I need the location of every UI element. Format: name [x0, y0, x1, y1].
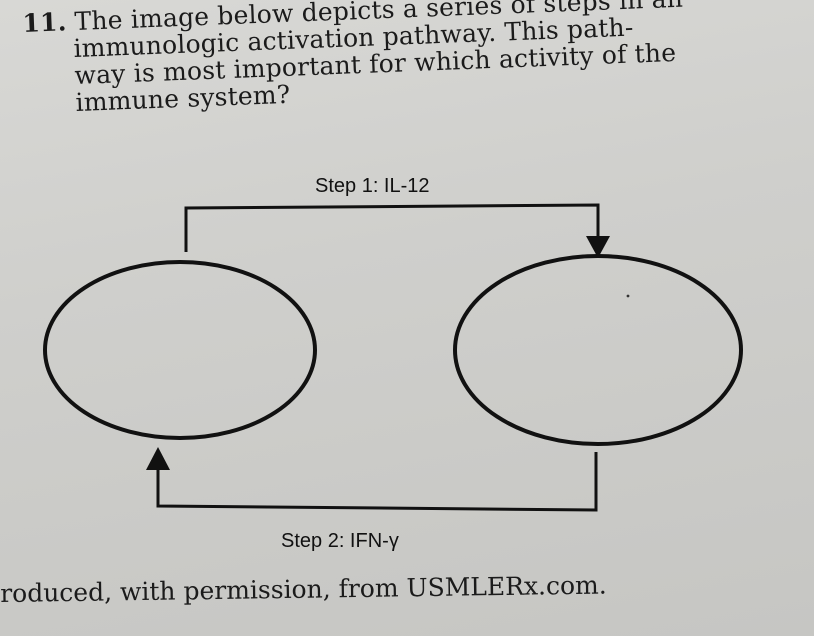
step2-label: Step 2: IFN-γ: [281, 530, 399, 552]
right-cell-circle: [453, 254, 743, 446]
speck: [626, 294, 630, 298]
step1-label: Step 1: IL-12: [315, 175, 430, 197]
step1-arrowhead: [586, 236, 610, 258]
step2-arrowhead: [146, 447, 170, 470]
left-cell-circle: [43, 260, 317, 440]
step1-connector: [184, 203, 600, 252]
step2-connector: [156, 452, 598, 512]
